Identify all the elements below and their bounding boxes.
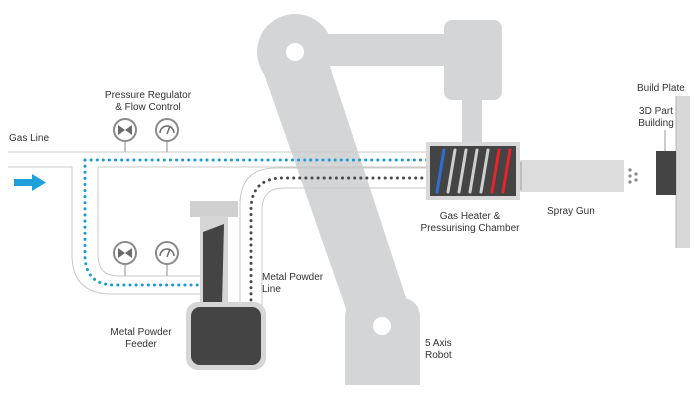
heater-coil-segment	[446, 148, 457, 194]
valve-icon	[113, 241, 137, 265]
gas-heater-label: Gas Heater & Pressurising Chamber	[420, 211, 520, 234]
heater-coil-segment	[435, 148, 446, 194]
heater-coil-segment	[457, 148, 468, 194]
pressure-regulator-label: Pressure Regulator & Flow Control	[104, 90, 192, 113]
heater-coil-segment	[501, 148, 512, 194]
heater-coil-segment	[468, 148, 479, 194]
valve-icon	[113, 118, 137, 142]
spray-gun-barrel	[516, 160, 624, 192]
metal-powder-line-label: Metal Powder Line	[262, 272, 324, 295]
robot-elbow-pin-icon	[286, 43, 304, 61]
spray-particles	[628, 168, 638, 184]
metal-powder-feeder	[186, 201, 266, 370]
metal-powder-line-pipe	[239, 167, 428, 307]
pressure-regulator-top	[113, 118, 179, 152]
gas-line-label: Gas Line	[9, 133, 50, 144]
robot-base	[345, 297, 420, 385]
gas-flow-dots	[83, 158, 432, 287]
build-plate-label: Build Plate	[637, 83, 685, 94]
gas-inlet-arrow	[14, 174, 46, 191]
pressure-gauge-icon	[155, 118, 179, 142]
metal-powder-feeder-label: Metal Powder Feeder	[110, 327, 172, 350]
gas-line-pipe	[8, 151, 430, 295]
robot-base-pin-icon	[373, 317, 391, 335]
robot-wrist-post	[462, 96, 482, 144]
gas-heater-chamber	[426, 142, 520, 200]
pressure-gauge-icon	[155, 241, 179, 265]
heater-coil-segment	[479, 148, 490, 194]
pressure-regulator-lower	[113, 241, 179, 276]
spray-gun-label: Spray Gun	[547, 206, 595, 217]
robot-label: 5 Axis Robot	[425, 338, 452, 361]
3d-part-building	[656, 151, 676, 195]
3d-part-label: 3D Part Building	[638, 106, 674, 129]
heater-coil-segment	[490, 148, 501, 194]
heater-coil-icon	[435, 148, 512, 194]
robot-wrist	[444, 20, 502, 100]
